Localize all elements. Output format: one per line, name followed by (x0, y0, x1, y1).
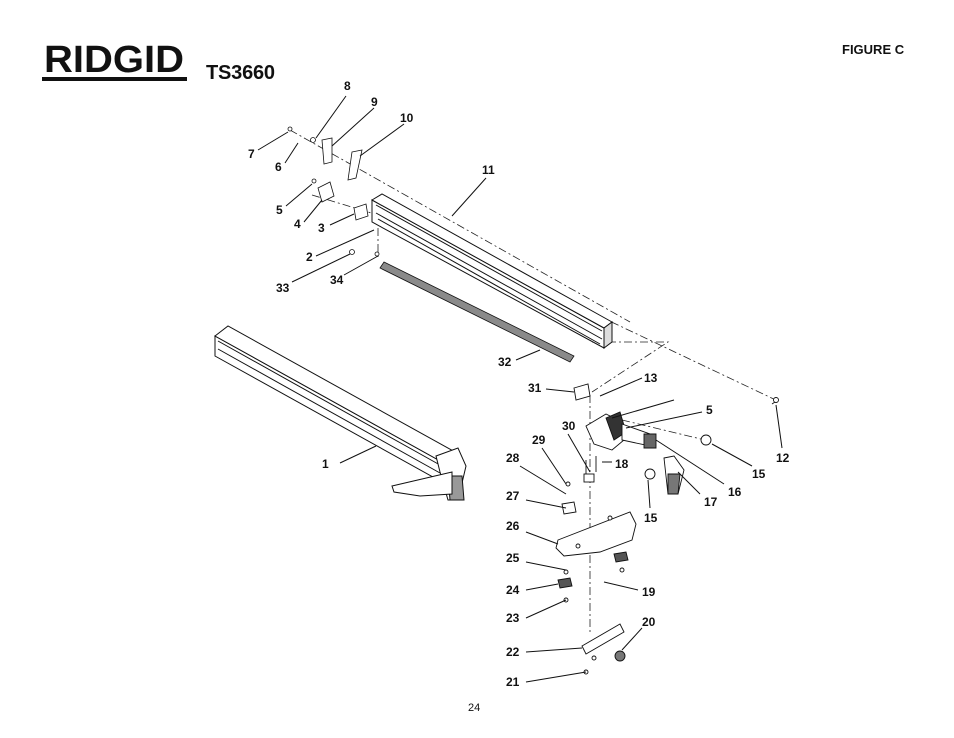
callout-26: 26 (506, 519, 520, 533)
ridgid-logo: RIDGID (42, 39, 187, 81)
callout-5a: 5 (276, 203, 283, 217)
callout-7: 7 (248, 147, 255, 161)
callout-30: 30 (562, 419, 576, 433)
rail-bracket-assembly (573, 383, 779, 495)
callout-9: 9 (371, 95, 378, 109)
callout-25: 25 (506, 551, 520, 565)
figure-label: FIGURE C (842, 42, 905, 57)
callout-3: 3 (318, 221, 325, 235)
callout-12: 12 (776, 451, 790, 465)
callout-32: 32 (498, 355, 512, 369)
rear-hardware (287, 126, 380, 257)
callout-18: 18 (615, 457, 629, 471)
page-number: 24 (468, 702, 481, 714)
svg-text:RIDGID: RIDGID (44, 39, 184, 81)
callout-16: 16 (728, 485, 742, 499)
callout-17: 17 (704, 495, 718, 509)
rear-rail (370, 193, 613, 349)
leader-lines (257, 95, 783, 683)
callout-21: 21 (506, 675, 520, 689)
front-rail (214, 325, 467, 501)
callout-34: 34 (330, 273, 344, 287)
callout-29: 29 (532, 433, 546, 447)
callout-2: 2 (306, 250, 313, 264)
callout-23: 23 (506, 611, 520, 625)
rail-strip (379, 261, 575, 363)
callout-5b: 5 (706, 403, 713, 417)
lower-mount-assembly (555, 456, 637, 675)
callout-20: 20 (642, 615, 656, 629)
callout-1: 1 (322, 457, 329, 471)
callout-28: 28 (506, 451, 520, 465)
callout-11: 11 (482, 163, 495, 177)
callout-27: 27 (506, 489, 520, 503)
callout-19: 19 (642, 585, 656, 599)
model-title: TS3660 (206, 62, 275, 84)
callout-13: 13 (644, 371, 658, 385)
callout-6: 6 (275, 160, 282, 174)
callout-10: 10 (400, 111, 414, 125)
callout-31: 31 (528, 381, 542, 395)
callout-22: 22 (506, 645, 520, 659)
callout-24: 24 (506, 583, 520, 597)
callout-33: 33 (276, 281, 290, 295)
callout-4: 4 (294, 217, 301, 231)
callout-15a: 15 (752, 467, 766, 481)
callout-15b: 15 (644, 511, 658, 525)
callout-8: 8 (344, 79, 351, 93)
